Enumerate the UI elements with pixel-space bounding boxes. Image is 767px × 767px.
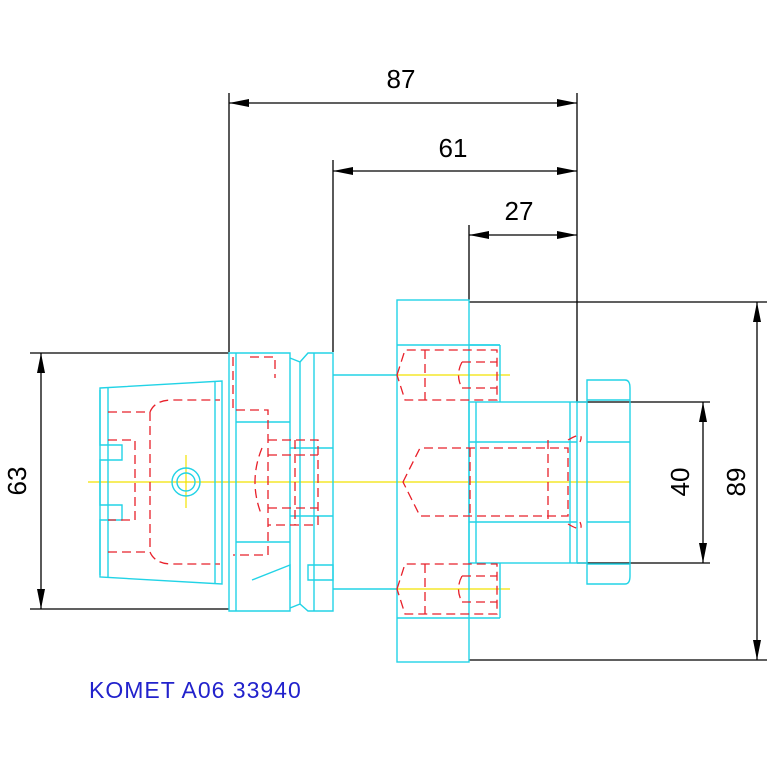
dim-87-label: 87 — [387, 64, 416, 94]
dimension-lines — [30, 93, 767, 661]
hidden-lines — [108, 349, 582, 615]
dim-89-label: 89 — [721, 468, 751, 497]
drawing-caption: KOMET A06 33940 — [89, 677, 302, 703]
dim-63-label: 63 — [2, 467, 32, 496]
dim-27-label: 27 — [505, 196, 534, 226]
center-lines — [88, 374, 630, 590]
dim-40-label: 40 — [665, 468, 695, 497]
tool-body — [99, 299, 631, 663]
dim-61-label: 61 — [439, 133, 468, 163]
